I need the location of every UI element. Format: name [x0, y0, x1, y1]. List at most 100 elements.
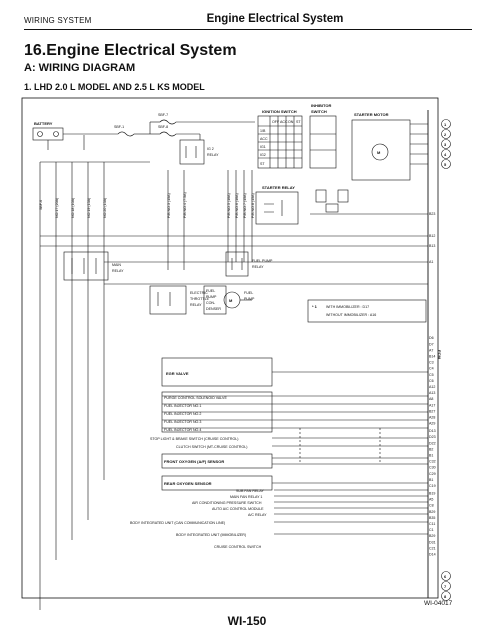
connector-8: 8 — [444, 594, 447, 599]
page-number: WI-150 — [227, 614, 267, 628]
ecm-pin-label: B2 — [429, 447, 433, 451]
component-front-oxygen-sensor: FRONT OXYGEN (A/F) SENSOR — [164, 459, 224, 464]
component-injector-2: FUEL INJECTOR NO.2 — [164, 412, 201, 416]
starter-motor-label: STARTER MOTOR — [354, 112, 389, 117]
component-purge-valve: PURGE CONTROL SOLENOID VALVE — [164, 396, 227, 400]
connector-4: 4 — [444, 152, 447, 157]
ecm-pin-label: D13 — [429, 429, 436, 433]
component-clutch-switch: CLUTCH SWITCH (MT-CRUISE CONTROL) — [176, 445, 247, 449]
ecm-pin-label: B13 — [429, 244, 435, 248]
ecm-pin-label: C5 — [429, 373, 434, 377]
fuse-fb3: F/B NO.3 (15A) — [167, 193, 171, 218]
ecm-pin-label: B29 — [429, 534, 435, 538]
fuel-pump-label-2: PUMP — [244, 297, 255, 301]
sbf7-label: SBF-7 — [158, 113, 168, 117]
section-title: 16.Engine Electrical System — [24, 42, 237, 59]
fuse-no17: NO.17 (20A) — [55, 198, 59, 218]
ecm-pin-label: B35 — [429, 516, 435, 520]
ecm-pin-label: C4 — [429, 367, 434, 371]
fuel-pump-relay-label-2: RELAY — [252, 265, 264, 269]
ecm-pin-label: A1 — [429, 260, 433, 264]
component-injector-1: FUEL INJECTOR NO.1 — [164, 404, 201, 408]
sbf8-label: SBF-8 — [158, 125, 168, 129]
fuse-fb4: F/B NO.4 (7.5A) — [183, 192, 187, 218]
fuel-pump-label: FUEL — [244, 291, 253, 295]
fuel-pump-condenser-label-4: DENSER — [206, 307, 221, 311]
fuse-fb8: F/B NO.8 (15A) — [251, 193, 255, 218]
connector-5: 5 — [444, 162, 447, 167]
connector-2: 2 — [444, 132, 447, 137]
ecm-pin-label: C6 — [429, 379, 434, 383]
ecm-pin-label: B27 — [429, 409, 435, 413]
fuel-pump-motor-symbol: M — [229, 298, 233, 303]
component-body-unit-can: BODY INTEGRATED UNIT (CAN COMMUNICATION … — [130, 521, 225, 525]
component-injector-4: FUEL INJECTOR NO.4 — [164, 428, 201, 432]
electric-throttle-relay-label: ELECTRIC — [190, 291, 208, 295]
ig-row-acc: ACC — [260, 137, 268, 141]
battery-label: BATTERY — [34, 121, 53, 126]
ignition-switch-label: IGNITION SWITCH — [262, 109, 297, 114]
ecm-pin-label: C3 — [429, 361, 434, 365]
ecm-pin-label: A7 — [429, 348, 433, 352]
starter-motor-symbol: M — [377, 150, 381, 155]
ecm-pin-label: B1 — [429, 454, 433, 458]
connector-1: 1 — [444, 122, 447, 127]
ecm-pin-label: C19 — [429, 484, 436, 488]
ecm-pin-label: A13 — [429, 391, 435, 395]
ig-row-ib: 1/B — [260, 129, 266, 133]
component-sub-fan-relay: SUB FAN RELAY — [236, 489, 264, 493]
component-injector-3: FUEL INJECTOR NO.3 — [164, 420, 201, 424]
ig-col-on: ON — [288, 120, 294, 124]
ecm-pin-label: C32 — [429, 460, 436, 464]
fuel-pump-condenser-label: FUEL — [206, 289, 215, 293]
fuse-fb5: F/B NO.5 (10A) — [227, 193, 231, 218]
ig-col-st: ST — [296, 120, 301, 124]
header-rule — [24, 29, 472, 30]
electric-throttle-relay-label-2: THROTTLE — [190, 297, 210, 301]
page-header-title: Engine Electrical System — [206, 13, 344, 25]
ecm-label: ECM — [437, 350, 442, 360]
connector-markers — [441, 119, 451, 601]
ecm-pin-label: C30 — [429, 466, 436, 470]
ecm-pin-label: B29 — [429, 510, 435, 514]
ecm-pin-label: A17 — [429, 403, 435, 407]
ecm-pin-label: D22 — [429, 441, 436, 445]
ecm-pin-label: D6 — [429, 336, 434, 340]
immobilizer-note: WITH IMMOBILIZER : D17 — [326, 305, 369, 309]
ig2-relay-label: IG 2 — [207, 147, 214, 151]
component-cruise-switch: CRUISE CONTROL SWITCH — [214, 545, 262, 549]
ecm-pin-label: B1 — [429, 478, 433, 482]
fuse-fb6: F/B NO.6 (10A) — [235, 193, 239, 218]
component-ac-pressure-switch: AIR CONDITIONING PRESSURE SWITCH — [192, 501, 262, 505]
ecm-pin-label: C29 — [429, 472, 436, 476]
ig-row-ig2: IG2 — [260, 153, 266, 157]
ig-row-ig1: IG1 — [260, 145, 266, 149]
ig-row-st: ST — [260, 162, 265, 166]
fuel-pump-condenser-label-2: PUMP — [206, 295, 217, 299]
component-ac-relay: A/C RELAY — [248, 513, 267, 517]
ecm-pin-label: C21 — [429, 546, 436, 550]
ecm-pin-label: A5 — [429, 498, 433, 502]
component-stop-light-switch: STOP LIGHT & BRAKE SWITCH (CRUISE CONTRO… — [150, 437, 238, 441]
ecm-pin-label: A28 — [429, 416, 435, 420]
section-header: WIRING SYSTEM — [24, 16, 92, 25]
subsection-title: A: WIRING DIAGRAM — [24, 62, 136, 74]
component-rear-oxygen-sensor: REAR OXYGEN SENSOR — [164, 481, 212, 486]
ecm-pin-label: B12 — [429, 234, 435, 238]
fuse-sbf6: SBF-6 — [39, 200, 43, 210]
ig-col-off: OFF — [272, 120, 280, 124]
ecm-pin-label: C1 — [429, 528, 434, 532]
ecm-pin-label: D14 — [429, 553, 436, 557]
ecm-pin-label: B14 — [429, 355, 435, 359]
fuse-no18: NO.18 (10A) — [71, 198, 75, 218]
sbf1-label: SBF-1 — [114, 125, 124, 129]
ig-col-acc: ACC — [280, 120, 288, 124]
ecm-pin-label: D23 — [429, 435, 436, 439]
connector-7: 7 — [444, 584, 447, 589]
inhibitor-switch-label-2: SWITCH — [311, 109, 327, 114]
connector-3: 3 — [444, 142, 447, 147]
ecm-pin-label: C11 — [429, 522, 435, 526]
starter-relay-label: STARTER RELAY — [262, 185, 295, 190]
fuse-no20: NO.20 (15A) — [103, 198, 107, 218]
